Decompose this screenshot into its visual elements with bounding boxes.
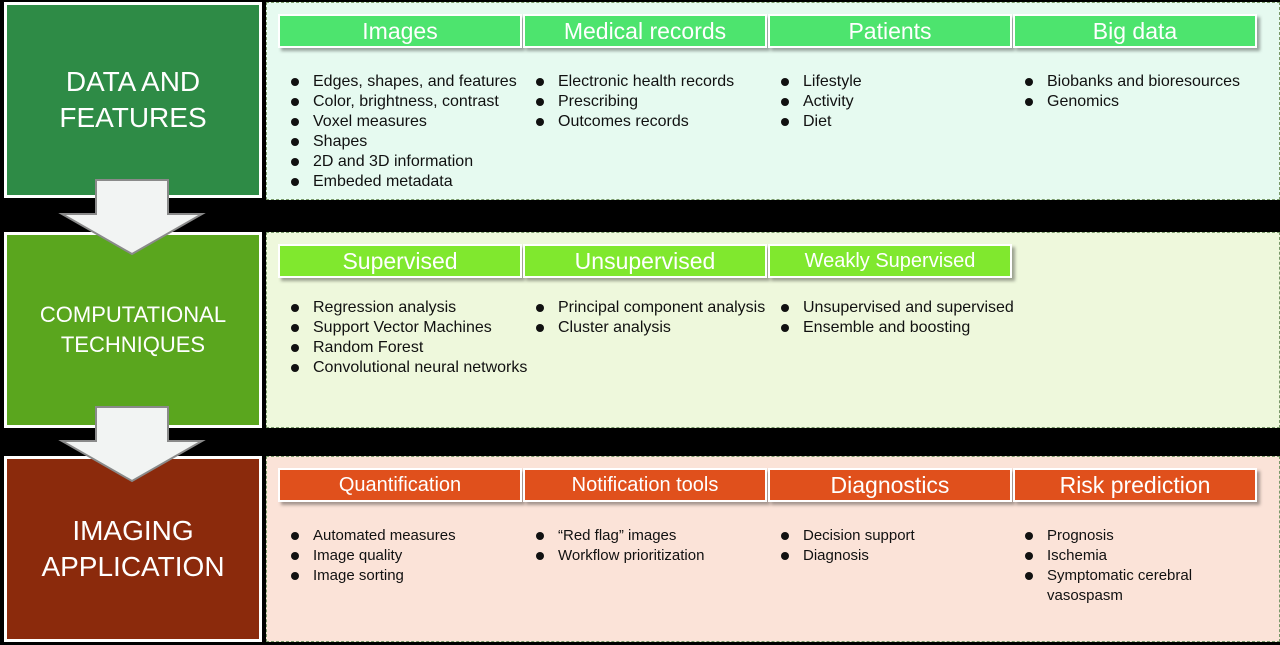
list-item: Image sorting [287,566,456,586]
list-item: Edges, shapes, and features [287,72,517,92]
list-notification-tools: “Red flag” images Workflow prioritizatio… [532,526,704,566]
header-patients: Patients [768,14,1012,48]
list-patients: Lifestyle Activity Diet [777,72,862,132]
list-weakly-supervised: Unsupervised and supervised Ensemble and… [777,298,1014,338]
box-imaging-application: IMAGING APPLICATION [4,456,262,642]
header-diagnostics: Diagnostics [768,468,1012,502]
header-risk-prediction: Risk prediction [1013,468,1257,502]
header-images: Images [278,14,522,48]
header-big-data: Big data [1013,14,1257,48]
list-item: Regression analysis [287,298,527,318]
list-item: Support Vector Machines [287,318,527,338]
list-item: Random Forest [287,338,527,358]
header-medical-records: Medical records [523,14,767,48]
row-data-features: DATA AND FEATURES Images Medical records… [0,2,1280,200]
list-item: Automated measures [287,526,456,546]
list-item: Principal component analysis [532,298,765,318]
list-medical-records: Electronic health records Prescribing Ou… [532,72,734,132]
row-computational-techniques: COMPUTATIONAL TECHNIQUES Supervised Unsu… [0,232,1280,428]
list-item: Outcomes records [532,112,734,132]
down-arrow-icon [58,406,206,483]
header-notification-tools: Notification tools [523,468,767,502]
box-title-line-2: FEATURES [59,102,207,133]
list-item: Unsupervised and supervised [777,298,1014,318]
list-item: Embeded metadata [287,172,517,192]
list-item: Diagnosis [777,546,915,566]
header-weakly-supervised: Weakly Supervised [768,244,1012,278]
header-quantification: Quantification [278,468,522,502]
list-item: “Red flag” images [532,526,704,546]
list-item: Diet [777,112,862,132]
box-title-line-1: DATA AND [65,66,201,97]
box-title-line-1: COMPUTATIONAL [39,302,227,327]
list-item-continued: vasospasm [1047,587,1123,604]
list-item: Biobanks and bioresources [1021,72,1240,92]
list-item: Lifestyle [777,72,862,92]
row-imaging-application: IMAGING APPLICATION Quantification Notif… [0,456,1280,642]
list-quantification: Automated measures Image quality Image s… [287,526,456,586]
box-title-line-2: TECHNIQUES [60,332,206,357]
list-images: Edges, shapes, and features Color, brigh… [287,72,517,192]
list-item: Voxel measures [287,112,517,132]
list-item: Decision support [777,526,915,546]
list-item: Shapes [287,132,517,152]
list-item: Symptomatic cerebral [1021,566,1192,586]
box-data-features: DATA AND FEATURES [4,2,262,198]
list-item: Ischemia [1021,546,1192,566]
down-arrow-icon [58,179,206,256]
list-item: Ensemble and boosting [777,318,1014,338]
list-item: Color, brightness, contrast [287,92,517,112]
box-title-line-1: IMAGING [72,515,194,546]
list-item: Image quality [287,546,456,566]
list-supervised: Regression analysis Support Vector Machi… [287,298,527,378]
list-item: Genomics [1021,92,1240,112]
box-computational-techniques: COMPUTATIONAL TECHNIQUES [4,232,262,428]
list-big-data: Biobanks and bioresources Genomics [1021,72,1240,112]
list-item: Convolutional neural networks [287,358,527,378]
list-diagnostics: Decision support Diagnosis [777,526,915,566]
box-title-line-2: APPLICATION [41,551,225,582]
list-risk-prediction: Prognosis Ischemia Symptomatic cerebral … [1021,526,1192,606]
header-unsupervised: Unsupervised [523,244,767,278]
list-item: Prognosis [1021,526,1192,546]
list-item: 2D and 3D information [287,152,517,172]
list-item: Cluster analysis [532,318,765,338]
list-unsupervised: Principal component analysis Cluster ana… [532,298,765,338]
header-supervised: Supervised [278,244,522,278]
list-item: Workflow prioritization [532,546,704,566]
list-item: Prescribing [532,92,734,112]
list-item: Activity [777,92,862,112]
list-item: Electronic health records [532,72,734,92]
